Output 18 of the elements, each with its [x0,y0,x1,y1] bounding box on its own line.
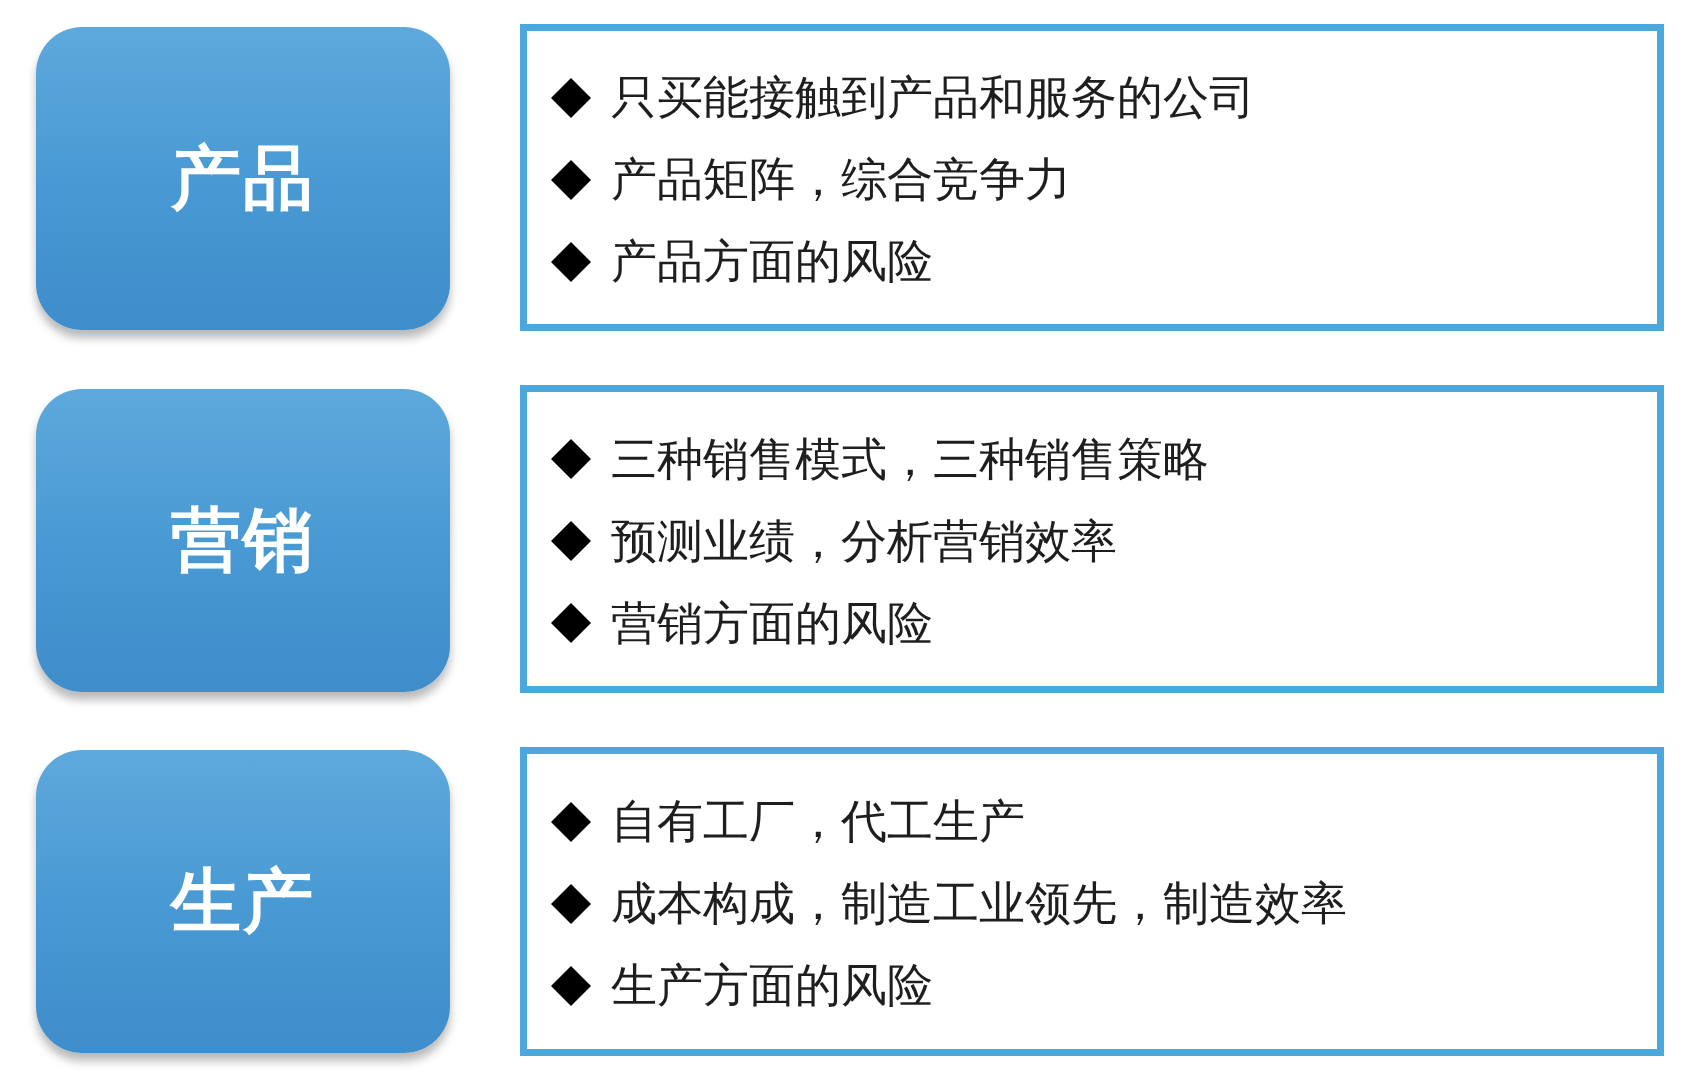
bullet-text: 产品矩阵，综合竞争力 [611,153,1071,206]
category-label: 生产 [171,863,315,940]
bullet-text: 预测业绩，分析营销效率 [611,514,1117,568]
bullet-text: 成本构成，制造工业领先，制造效率 [611,877,1347,930]
category-box [36,27,450,330]
category-box [36,389,450,692]
content-panel [520,24,1664,331]
bullet-text: 三种销售模式，三种销售策略 [611,432,1209,486]
bullet-text: 产品方面的风险 [611,235,933,288]
category-box [36,750,450,1053]
content-panel [520,747,1664,1056]
category-label: 产品 [171,140,315,217]
category-label: 营销 [171,502,315,579]
bullet-text: 只买能接触到产品和服务的公司 [611,71,1255,124]
bullet-text: 生产方面的风险 [611,959,933,1012]
bullet-text: 自有工厂，代工生产 [611,795,1025,848]
content-panel [520,385,1664,693]
bullet-text: 营销方面的风险 [611,596,933,650]
